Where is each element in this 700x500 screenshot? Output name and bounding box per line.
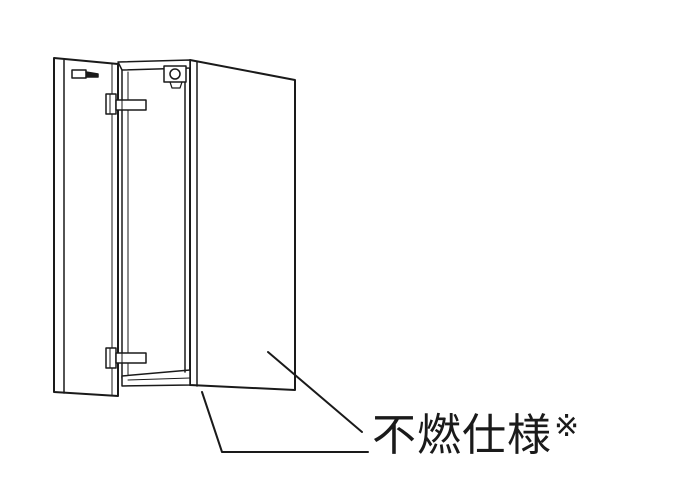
leader-line-side (267, 351, 363, 433)
top-bracket-icon (163, 65, 187, 89)
hinge-icon-lower (105, 347, 147, 369)
door-panel (53, 57, 119, 397)
callout-label: 不燃仕様※ (372, 412, 580, 458)
handle-icon (71, 69, 99, 79)
callout-text: 不燃仕様 (372, 410, 552, 461)
cabinet-body (189, 59, 296, 391)
interior-bottom (121, 369, 191, 387)
cabinet-side-panel (189, 59, 296, 391)
leader-line-bottom (201, 391, 369, 453)
cabinet-door (53, 57, 119, 397)
interior-shelf-line (127, 377, 191, 381)
hinge-icon-upper (105, 93, 147, 115)
cabinet-interior (117, 59, 191, 387)
leader-lines (201, 351, 369, 453)
reference-mark: ※ (554, 409, 581, 444)
